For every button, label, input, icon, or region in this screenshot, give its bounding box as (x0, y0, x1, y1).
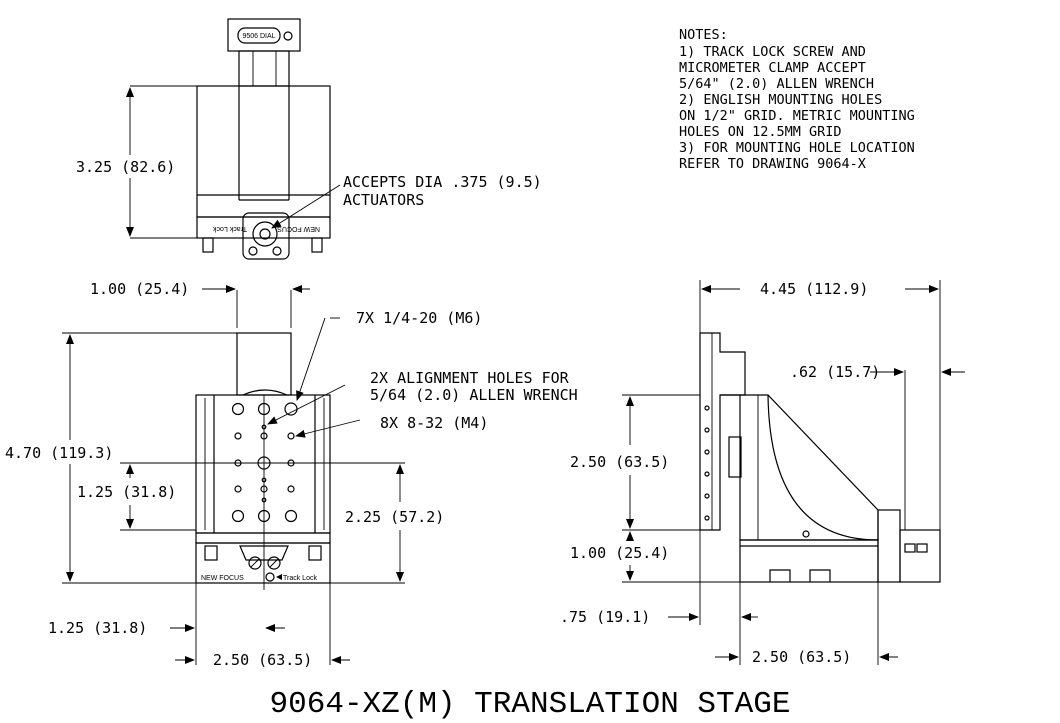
front-dim-width-bottom: 2.50 (63.5) (213, 651, 312, 669)
clamp-bolt-right-icon (272, 246, 282, 256)
side-dim-height: 2.50 (63.5) (570, 453, 669, 471)
side-hole (704, 449, 710, 455)
micrometer-dial (237, 27, 281, 44)
side-clamp (899, 529, 941, 583)
note-line: MICROMETER CLAMP ACCEPT (679, 60, 866, 76)
top-brand: NEW FOCUS (277, 225, 320, 232)
note-line: ON 1/2" GRID. METRIC MOUNTING (679, 108, 915, 124)
track-lock-arrow-icon (276, 574, 282, 580)
front-dim-tap-holes: 7X 1/4-20 (M6) (356, 309, 482, 327)
front-dim-left-offset: 1.25 (31.8) (48, 619, 147, 637)
front-dim-width-top: 1.00 (25.4) (90, 280, 189, 298)
side-view: 4.45 (112.9) .62 (15.7) 2.50 (63.5) 1.00… (560, 280, 965, 666)
side-dim-offset: .62 (15.7) (790, 363, 880, 381)
front-brand: NEW FOCUS (201, 575, 244, 582)
track-lock-screw-icon (265, 572, 275, 582)
side-column (877, 509, 901, 583)
note-line: 1) TRACK LOCK SCREW AND (679, 44, 866, 60)
front-dim-total-height: 4.70 (119.3) (5, 444, 113, 462)
actuator-note-line-1: ACCEPTS DIA .375 (9.5) (343, 173, 542, 191)
foot-left (202, 237, 214, 253)
side-dim-width-bottom: 2.50 (63.5) (752, 648, 851, 666)
front-view: NEW FOCUS Track Lock 1.00 (25.4) 7X 1/4-… (5, 280, 578, 669)
front-carriage-top (195, 532, 331, 544)
front-body (195, 394, 331, 534)
top-base (196, 216, 331, 239)
front-track-lock: Track Lock (283, 575, 317, 582)
drawing-title: 9064-XZ(M) TRANSLATION STAGE (270, 687, 791, 722)
front-foot-right (308, 545, 322, 561)
clamp-screw-right-icon (267, 556, 281, 570)
mounting-holes (231, 402, 298, 523)
side-dim-left-offset: .75 (19.1) (560, 608, 650, 626)
actuator-note-line-2: ACTUATORS (343, 191, 424, 209)
note-line: 5/64" (2.0) ALLEN WRENCH (679, 76, 874, 92)
side-hole (704, 427, 710, 433)
micrometer-barrel (238, 50, 290, 87)
front-actuator (236, 332, 292, 396)
front-dim-hole-height: 1.25 (31.8) (77, 483, 176, 501)
side-hole (704, 471, 710, 477)
note-line: REFER TO DRAWING 9064-X (679, 156, 866, 172)
clamp-screw-icon (252, 221, 278, 247)
side-dim-base-height: 1.00 (25.4) (570, 544, 669, 562)
front-foot-left (204, 545, 218, 561)
side-hole (704, 405, 710, 411)
micrometer-knob-icon (283, 31, 293, 41)
clamp-block (242, 212, 290, 260)
top-track-lock: Track Lock (213, 225, 247, 232)
side-detail (728, 436, 742, 478)
side-screw-icon (802, 530, 810, 538)
side-hole (704, 493, 710, 499)
side-gusset (720, 394, 879, 541)
top-view: 9506 DIAL Track Lock NEW FOCUS 3.25 (82.… (76, 18, 542, 260)
front-dim-alignment-1: 2X ALIGNMENT HOLES FOR (370, 369, 570, 387)
top-height-dim: 3.25 (82.6) (76, 158, 175, 176)
notes-block: NOTES: 1) TRACK LOCK SCREW AND MICROMETE… (679, 27, 915, 172)
front-dim-alignment-2: 5/64 (2.0) ALLEN WRENCH (370, 386, 578, 404)
top-body (196, 85, 331, 218)
front-dim-center-height: 2.25 (57.2) (345, 508, 444, 526)
clamp-bolt-left-icon (248, 246, 258, 256)
note-line: 2) ENGLISH MOUNTING HOLES (679, 92, 882, 108)
foot-right (311, 237, 323, 253)
side-dim-depth: 4.45 (112.9) (760, 280, 868, 298)
note-line: 3) FOR MOUNTING HOLE LOCATION (679, 140, 915, 156)
note-line: HOLES ON 12.5MM GRID (679, 124, 842, 140)
side-hole (704, 515, 710, 521)
micrometer-label: 9506 DIAL (242, 33, 275, 40)
notes-heading: NOTES: (679, 27, 728, 43)
front-carriage (195, 542, 331, 584)
clamp-screw-left-icon (248, 556, 262, 570)
front-dim-small-holes: 8X 8-32 (M4) (380, 414, 488, 432)
